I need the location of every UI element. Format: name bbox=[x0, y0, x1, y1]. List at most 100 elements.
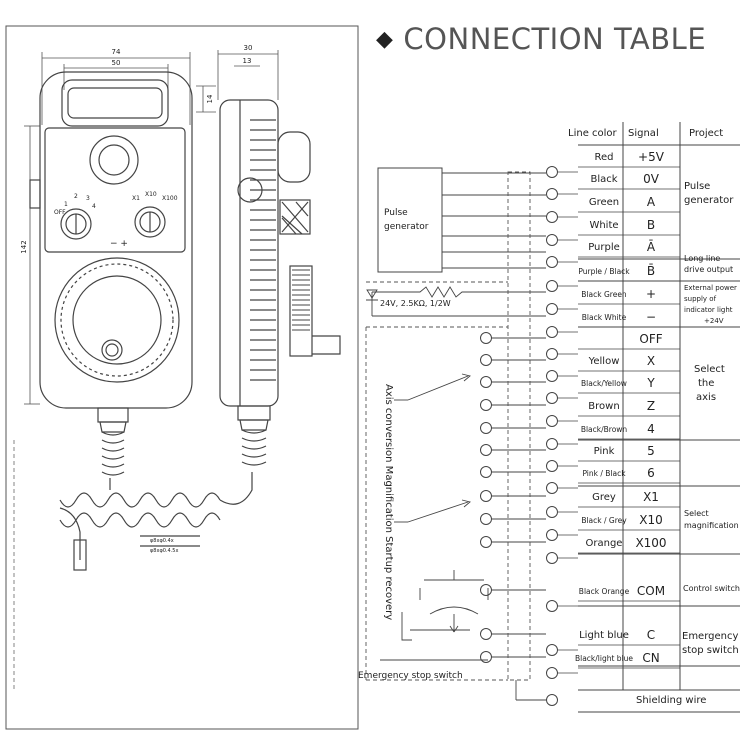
project-long-line-2: drive output bbox=[684, 265, 733, 274]
row-terminal-16 bbox=[546, 529, 558, 541]
heading-text: CONNECTION TABLE bbox=[403, 22, 707, 56]
row-signal-8: OFF bbox=[639, 332, 662, 346]
pulse-generator-box bbox=[377, 167, 443, 273]
row-signal-9: X bbox=[647, 354, 655, 368]
row-terminal-3 bbox=[546, 234, 558, 246]
row-color-17: Orange bbox=[586, 538, 623, 549]
pulse-box-label-2: generator bbox=[384, 222, 429, 232]
row-signal-6: + bbox=[646, 287, 656, 301]
row-color-11: Brown bbox=[588, 401, 619, 412]
row-signal-5: B̄ bbox=[647, 264, 655, 278]
row-terminal-20 bbox=[546, 667, 558, 679]
switch-contact-8 bbox=[480, 332, 492, 344]
coiled-cable bbox=[59, 472, 253, 571]
dim-handle-height: 14 bbox=[206, 94, 214, 103]
row-terminal-8 bbox=[546, 348, 558, 360]
dashed-enclosure bbox=[365, 171, 531, 681]
row-signal-19: C bbox=[647, 628, 655, 642]
project-indicator-3: indicator light bbox=[684, 306, 733, 314]
row-terminal-9 bbox=[546, 370, 558, 382]
row-color-2: Green bbox=[589, 197, 619, 208]
vertical-mode-label: Axis conversion Magnification Startup re… bbox=[383, 384, 394, 620]
svg-text:3: 3 bbox=[86, 195, 90, 202]
project-select-mag-1: Select bbox=[684, 509, 709, 518]
row-terminal-7 bbox=[546, 326, 558, 338]
row-terminal-5 bbox=[546, 280, 558, 292]
cable-label-1: φ8xφ0.4x bbox=[150, 538, 174, 544]
row-color-16: Black / Grey bbox=[581, 516, 627, 525]
row-signal-3: B bbox=[647, 218, 655, 232]
project-pulse-generator-2: generator bbox=[684, 195, 734, 206]
project-select-axis-2: the bbox=[698, 378, 714, 389]
row-color-13: Pink bbox=[594, 446, 615, 457]
row-terminal-14 bbox=[546, 482, 558, 494]
switch-contact-17 bbox=[480, 536, 492, 548]
cable-label-2: φ8xφ0.4.5x bbox=[150, 548, 178, 554]
project-estop-1: Emergency bbox=[682, 631, 738, 642]
axis-selector bbox=[394, 373, 471, 523]
row-signal-7: − bbox=[646, 310, 656, 324]
row-color-19: Light blue bbox=[579, 630, 629, 641]
side-view bbox=[219, 99, 341, 466]
project-pulse-generator-1: Pulse bbox=[684, 181, 710, 192]
switch-contact-14 bbox=[480, 466, 492, 478]
project-long-line-1: Long line bbox=[684, 254, 720, 263]
switch-contact-15 bbox=[480, 490, 492, 502]
row-color-5: Purple / Black bbox=[578, 267, 630, 276]
row-color-12: Black/Brown bbox=[581, 425, 628, 434]
switch-contact-10 bbox=[480, 376, 492, 388]
row-signal-20: CN bbox=[642, 651, 659, 665]
row-terminal-17 bbox=[546, 552, 558, 564]
row-color-18: Black Orange bbox=[579, 587, 630, 596]
pulse-box-wires bbox=[442, 172, 546, 269]
switch-contact-11 bbox=[480, 399, 492, 411]
project-estop-2: stop switch bbox=[682, 645, 739, 656]
project-select-axis-1: Select bbox=[694, 364, 725, 375]
row-signal-4: Ā bbox=[647, 240, 656, 254]
row-terminal-18 bbox=[546, 600, 558, 612]
shield-wire bbox=[515, 680, 546, 701]
row-signal-12: 4 bbox=[647, 422, 655, 436]
side-wheel-ribs bbox=[292, 269, 310, 331]
pulse-box-label-1: Pulse bbox=[384, 208, 408, 218]
row-terminal-6 bbox=[546, 303, 558, 315]
dim-height: 142 bbox=[20, 240, 28, 253]
svg-text:4: 4 bbox=[92, 203, 96, 210]
row-terminal-13 bbox=[546, 460, 558, 472]
svg-text:X10: X10 bbox=[145, 191, 157, 198]
row-color-9: Yellow bbox=[588, 356, 620, 367]
row-signal-1: 0V bbox=[643, 172, 660, 186]
row-signal-15: X1 bbox=[643, 490, 659, 504]
row-terminal-12 bbox=[546, 438, 558, 450]
front-view bbox=[29, 71, 193, 476]
switch-contact-18 bbox=[480, 584, 492, 596]
dim-top-width: 74 bbox=[112, 48, 121, 56]
dim-top-inner: 50 bbox=[112, 59, 121, 67]
svg-text:1: 1 bbox=[64, 201, 68, 208]
row-color-4: Purple bbox=[588, 242, 620, 253]
dim-side-inner: 13 bbox=[243, 57, 252, 65]
switch-contact-20 bbox=[480, 651, 492, 663]
shield-terminal bbox=[546, 694, 558, 706]
row-terminal-19 bbox=[546, 644, 558, 656]
row-terminal-11 bbox=[546, 415, 558, 427]
dimension-lines bbox=[24, 50, 279, 405]
shielding-wire-label: Shielding wire bbox=[636, 695, 706, 706]
diamond-bullet-icon: ◆ bbox=[376, 27, 394, 52]
svg-text:X100: X100 bbox=[162, 195, 178, 202]
col-header-line-color: Line color bbox=[568, 128, 618, 139]
row-signal-11: Z bbox=[647, 399, 655, 413]
table-grid bbox=[578, 122, 740, 713]
project-select-axis-3: axis bbox=[696, 392, 716, 403]
row-color-20: Black/light blue bbox=[575, 654, 633, 663]
row-signal-10: Y bbox=[646, 376, 655, 390]
row-terminal-2 bbox=[546, 211, 558, 223]
estop-switch bbox=[380, 570, 489, 661]
switch-contact-19 bbox=[480, 628, 492, 640]
row-signal-0: +5V bbox=[638, 150, 665, 164]
page-title: ◆ CONNECTION TABLE bbox=[376, 22, 706, 56]
led-circuit bbox=[366, 286, 546, 317]
